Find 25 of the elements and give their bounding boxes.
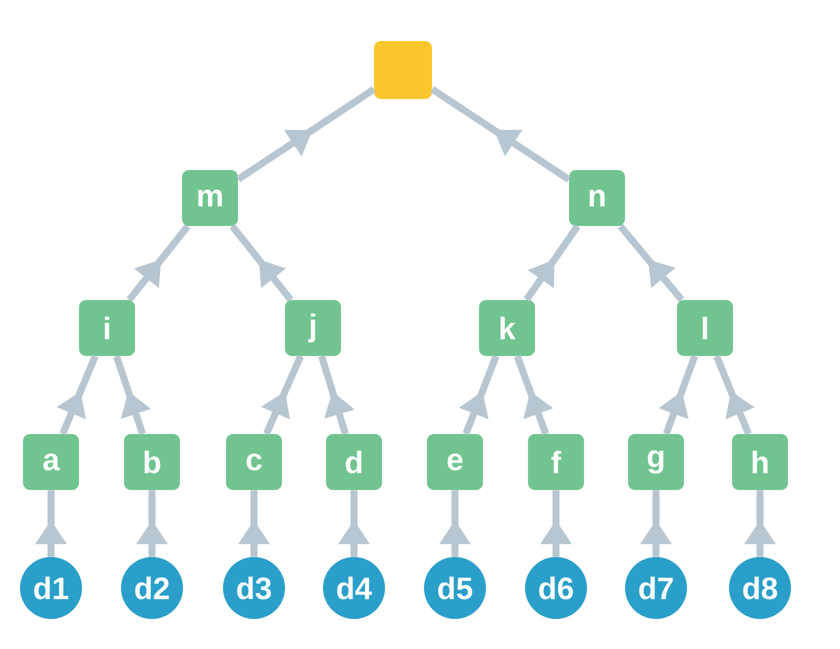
arrow [126,224,190,302]
hash-box: b [124,434,180,490]
hash-box: d [326,434,382,490]
arrow [260,354,304,436]
arrow [230,224,294,302]
hash-box: n [569,170,625,226]
arrow [430,86,571,182]
hash-box: a [23,434,79,490]
hash-box: f [528,434,584,490]
arrow [236,86,376,182]
hash-box: m [182,170,238,226]
hash-box: j [285,300,341,356]
arrow [56,354,98,436]
hash-box: k [479,300,535,356]
hash-box: c [226,434,282,490]
hash-box: e [427,434,483,490]
hash-box: h [732,434,788,490]
arrow [618,224,684,302]
hash-box: l [677,300,733,356]
arrow [658,355,698,435]
arrow [459,354,500,436]
hash-box: i [79,300,135,356]
hash-box: g [628,434,684,490]
arrow [524,224,580,302]
root-box [374,41,432,99]
